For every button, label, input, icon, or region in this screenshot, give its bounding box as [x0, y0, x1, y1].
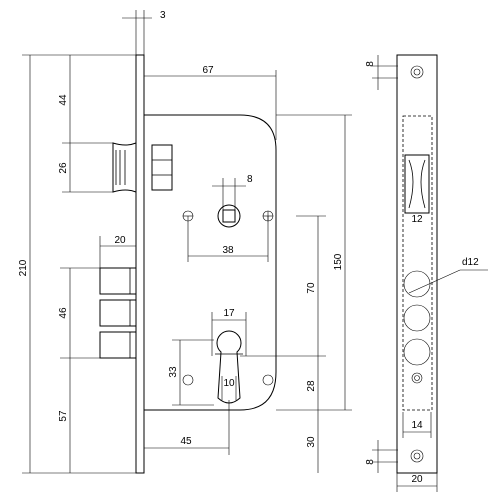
cylinder-window — [411, 372, 423, 384]
latch-window — [404, 154, 430, 214]
dim-faceplate-hole-top: 8 — [365, 61, 376, 67]
faceplate-side — [135, 54, 145, 474]
latch-bolt — [112, 142, 173, 193]
dim-lower-offset: 28 — [306, 380, 317, 392]
dead-bolts — [99, 267, 137, 359]
dim-bottom-margin: 30 — [306, 436, 317, 448]
dim-backset-width: 67 — [202, 65, 214, 76]
dim-overall-height: 210 — [18, 259, 29, 276]
dim-cylinder-window-width: 14 — [411, 420, 423, 431]
dim-faceplate-hole-bottom: 8 — [365, 459, 376, 465]
dim-center-distance: 70 — [306, 282, 317, 294]
dim-faceplate-thickness: 3 — [160, 10, 166, 21]
dim-follower-square: 8 — [247, 174, 253, 185]
dim-bolt-hole-diameter: d12 — [462, 257, 479, 268]
dim-bolts-height: 46 — [58, 307, 69, 319]
lock-body — [143, 114, 277, 411]
dim-cylinder-cam: 10 — [223, 378, 235, 389]
dim-bolt-projection: 20 — [114, 235, 126, 246]
cylinder-profile — [182, 330, 274, 404]
dim-faceplate-width: 20 — [411, 474, 423, 485]
dim-cylinder-screw-offset: 33 — [168, 366, 179, 378]
dim-bottom-offset: 57 — [58, 410, 69, 422]
dim-backset: 45 — [180, 436, 192, 447]
dim-latch-window-width: 12 — [411, 214, 423, 225]
dim-cylinder-width: 17 — [223, 308, 235, 319]
faceplate-front — [396, 54, 438, 474]
dim-follower-holes: 38 — [222, 245, 234, 256]
dim-top-to-latch: 44 — [58, 94, 69, 106]
follower-square — [182, 204, 274, 228]
faceplate-screw-holes — [410, 65, 424, 463]
dim-latch-height: 26 — [58, 162, 69, 174]
bolt-holes-front — [403, 270, 431, 366]
dim-body-height: 150 — [333, 253, 344, 270]
